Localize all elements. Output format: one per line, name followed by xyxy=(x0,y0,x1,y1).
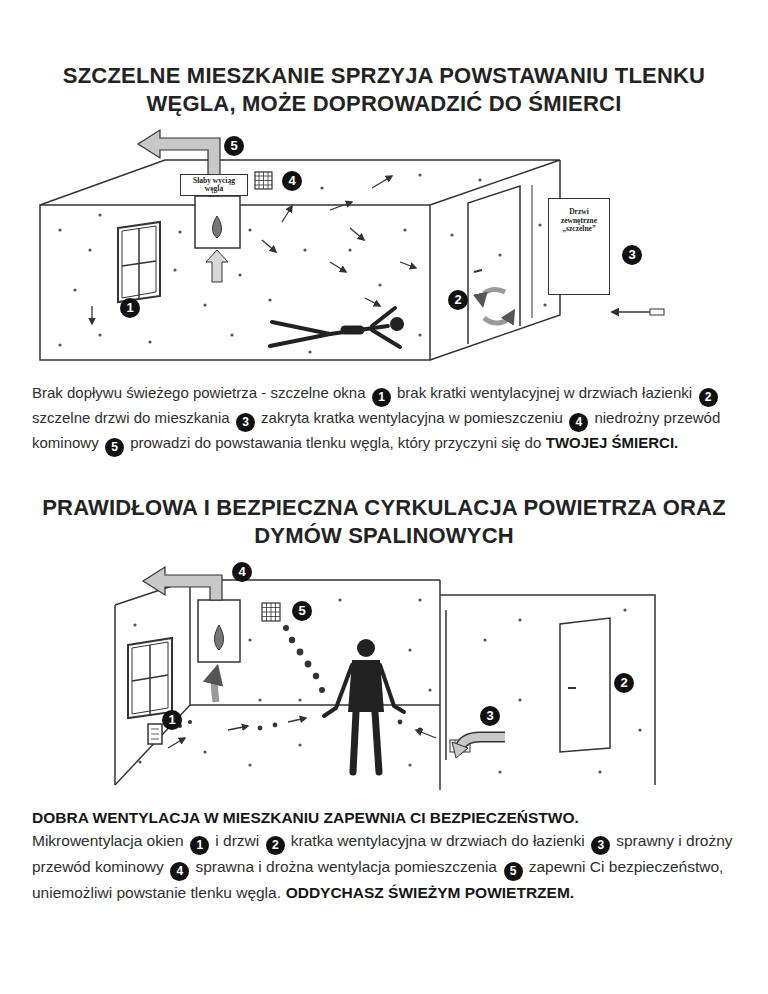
air-arrow xyxy=(484,314,512,323)
window-symbol xyxy=(122,228,156,299)
air-trail xyxy=(178,625,422,732)
standing-person xyxy=(324,639,404,772)
callout-number: 4 xyxy=(232,562,252,582)
heading: SZCZELNE MIESZKANIE SPRZYJA POWSTAWANIU … xyxy=(54,62,714,117)
callout-number: 3 xyxy=(622,245,642,265)
description-paragraph: DOBRA WENTYLACJA W MIESZKANIU ZAPEWNIA C… xyxy=(32,806,738,905)
body-text: kratka wentylacyjna w drzwiach do łazien… xyxy=(291,832,585,849)
callout-number: 5 xyxy=(292,601,312,621)
callout-number: 3 xyxy=(236,413,255,432)
vent-grille xyxy=(262,603,280,621)
air-particles xyxy=(58,173,546,353)
air-arrow xyxy=(452,742,468,758)
node-text: Drzwi zewnętrzne „szczelne” xyxy=(553,208,605,234)
heading: PRAWIDŁOWA I BEZPIECZNA CYRKULACJA POWIE… xyxy=(29,494,739,549)
description-paragraph: Brak dopływu świeżego powietrza - szczel… xyxy=(32,382,738,457)
gas-heater xyxy=(195,196,240,248)
window-vent xyxy=(148,724,162,744)
room-floor xyxy=(115,705,190,785)
flame-symbol xyxy=(212,216,221,238)
door-handle xyxy=(474,270,482,272)
entrance-wall xyxy=(532,185,533,318)
callout-number: 5 xyxy=(224,136,244,156)
callout-number: 4 xyxy=(282,171,302,191)
air-flow-arrow xyxy=(92,176,416,324)
window-symbol xyxy=(132,645,168,716)
air-particles xyxy=(133,598,641,773)
bathroom-door xyxy=(468,186,520,344)
body-text: Brak dopływu świeżego powietrza - szczel… xyxy=(32,384,366,401)
vent-grille xyxy=(255,172,272,189)
body-text: sprawna i drożna wentylacja pomieszczeni… xyxy=(195,858,497,875)
body-text: Mikrowentylacja okien xyxy=(32,832,184,849)
warning-text: TWOJEJ ŚMIERCI. xyxy=(546,434,679,451)
warning-text: ODDYCHASZ ŚWIEŻYM POWIETRZEM. xyxy=(286,884,574,901)
bathroom-door xyxy=(445,610,447,760)
callout-number: 2 xyxy=(266,836,285,855)
air-arrow xyxy=(215,672,217,702)
gas-heater xyxy=(198,600,240,662)
room-wall xyxy=(439,580,441,790)
window-symbol xyxy=(118,222,160,302)
callout-number: 1 xyxy=(372,388,391,407)
callout-number: 1 xyxy=(162,710,182,730)
room-side-wall xyxy=(430,160,560,360)
warning-text: DOBRA WENTYLACJA W MIESZKANIU ZAPEWNIA C… xyxy=(32,806,733,829)
chimney-arrow xyxy=(143,567,222,600)
callout-number: 4 xyxy=(170,862,189,881)
arrow-tail xyxy=(650,309,664,315)
room-wall xyxy=(190,580,440,705)
person-head xyxy=(390,317,404,331)
air-arrow xyxy=(206,250,228,282)
callout-number: 2 xyxy=(614,673,634,693)
body-text: i drzwi xyxy=(215,832,259,849)
window-vent xyxy=(151,729,159,739)
callout-number: 2 xyxy=(448,290,468,310)
door-symbol: Drzwi zewnętrzne „szczelne” xyxy=(548,198,610,295)
callout-number: 3 xyxy=(480,706,500,726)
apartment-door xyxy=(560,618,610,752)
node-text: Słaby wyciąg węgla xyxy=(184,177,244,194)
air-arrow xyxy=(460,737,505,748)
callout-number: 5 xyxy=(504,862,523,881)
room-wall xyxy=(114,605,116,785)
body-text: prowadzi do powstawania tlenku węgla, kt… xyxy=(130,434,541,451)
callout-number: 4 xyxy=(569,413,588,432)
callout-number: 1 xyxy=(120,298,140,318)
body-text: brak kratki wentylacyjnej w drzwiach łaz… xyxy=(397,384,692,401)
window-symbol xyxy=(122,226,156,298)
flame-symbol xyxy=(214,625,223,650)
air-arrow xyxy=(482,290,505,302)
callout-number: 5 xyxy=(105,438,124,457)
body-text: szczelne drzwi do mieszkania xyxy=(32,409,230,426)
callout-number: 3 xyxy=(591,836,610,855)
lying-person xyxy=(270,308,400,347)
heater-sign: Słaby wyciąg węgla xyxy=(180,174,248,197)
air-flow-arrow xyxy=(168,718,436,748)
door-handle xyxy=(568,687,576,689)
callout-number: 2 xyxy=(699,388,718,407)
callout-number: 1 xyxy=(190,836,209,855)
room-side-wall xyxy=(440,595,655,785)
window-symbol xyxy=(128,638,172,718)
body-text: zakryta kratka wentylacyjna w pomieszcze… xyxy=(261,409,563,426)
air-arrow xyxy=(460,737,505,748)
